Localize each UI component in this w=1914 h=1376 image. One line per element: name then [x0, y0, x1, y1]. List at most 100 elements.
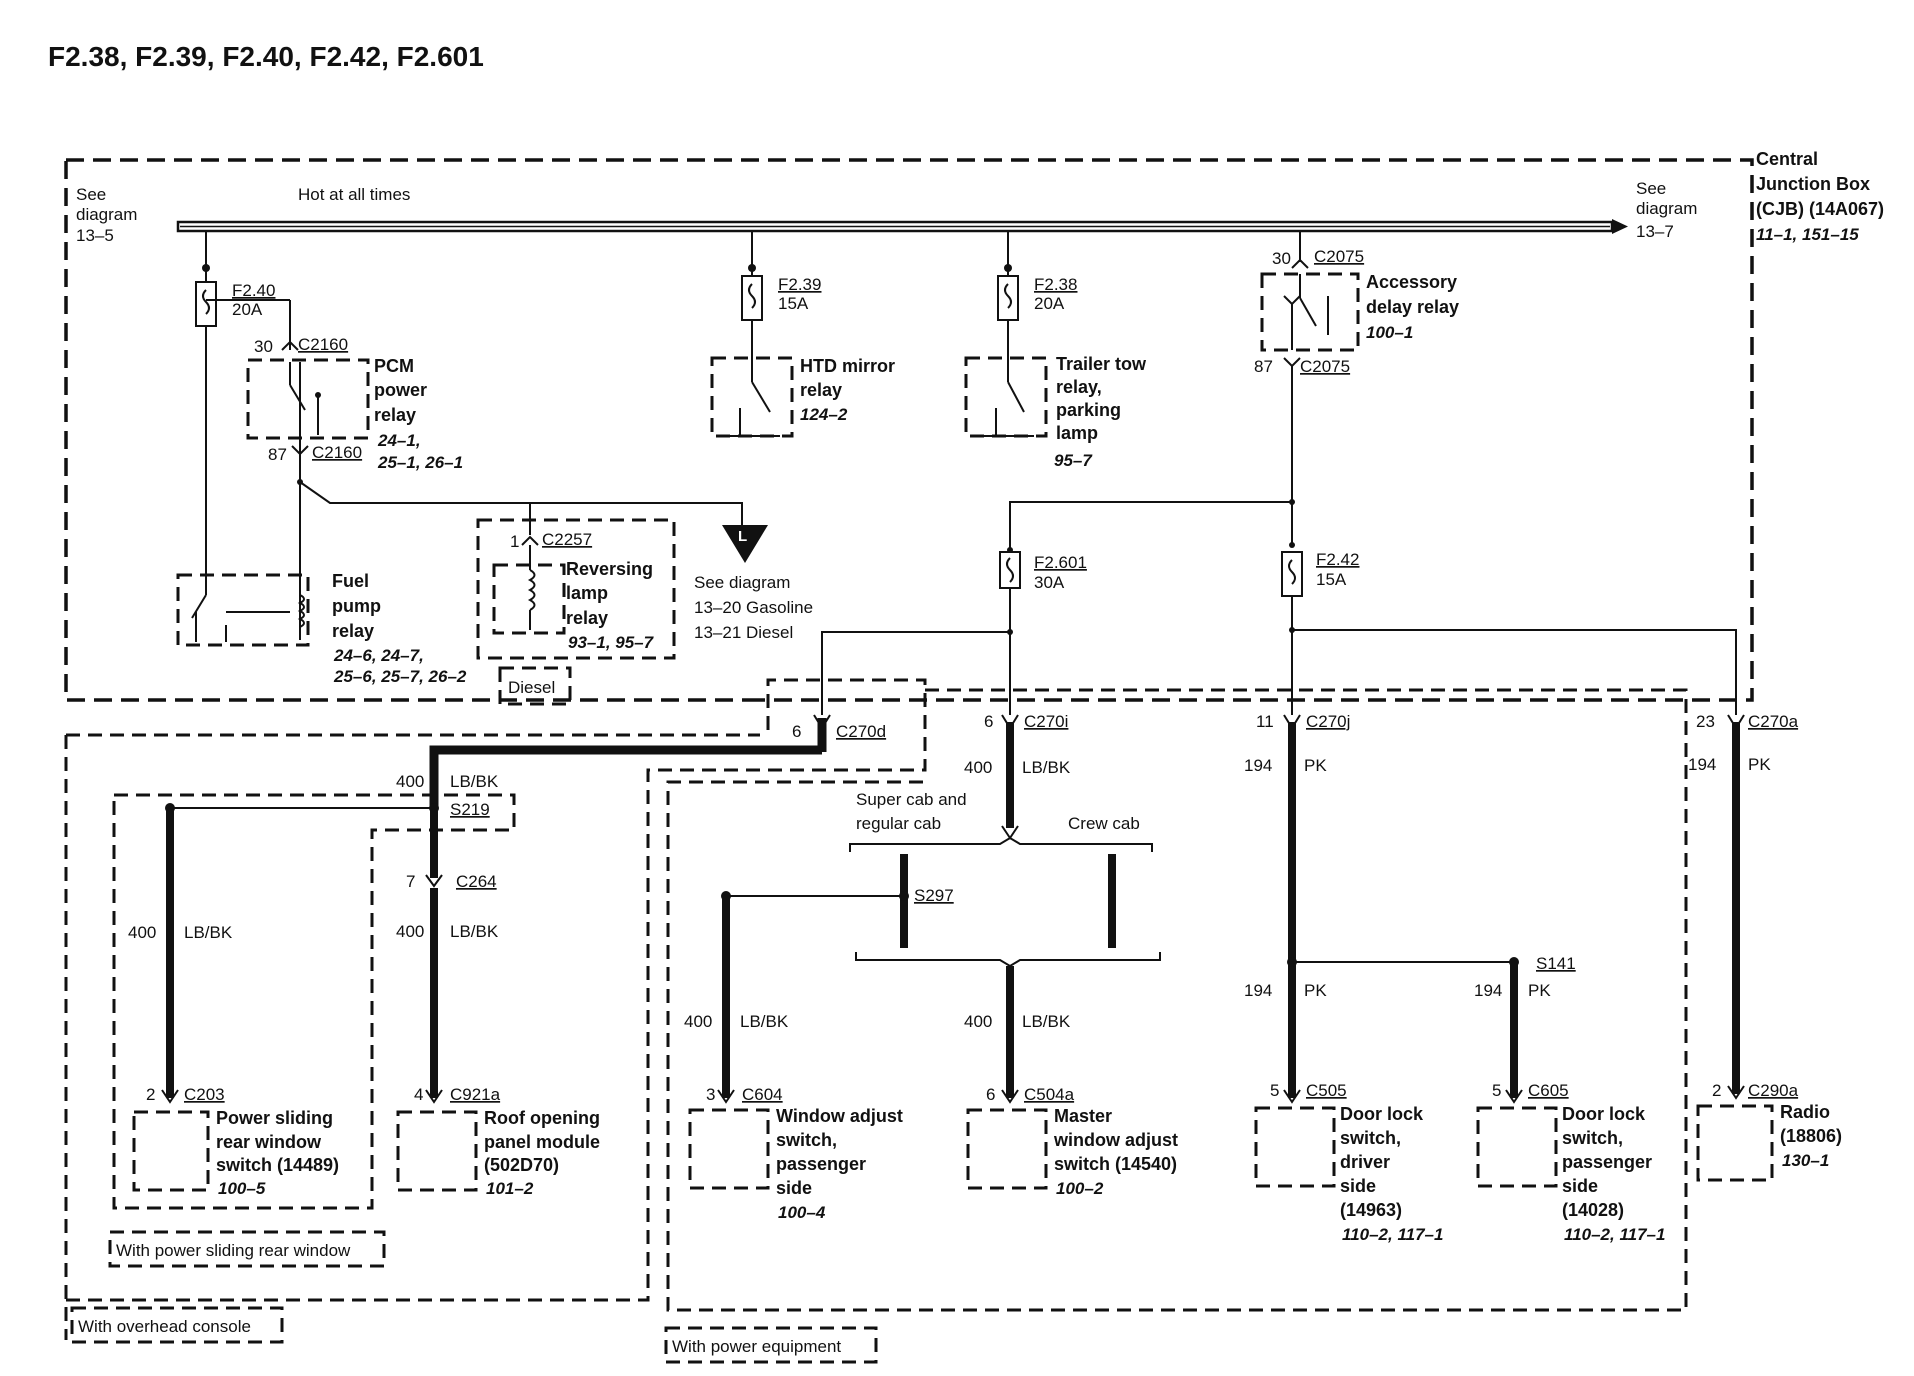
htd-mirror-relay: HTD mirror relay 124–2: [710, 356, 895, 438]
svg-text:Crew cab: Crew cab: [1068, 814, 1140, 833]
svg-text:95–7: 95–7: [1054, 451, 1093, 470]
option-power-equipment: With power equipment: [664, 1326, 878, 1364]
fuse-f2601: F2.601 30A: [821, 551, 1087, 715]
svg-text:30: 30: [254, 337, 273, 356]
connector-c921a: 4 C921a: [414, 1085, 501, 1104]
svg-text:100–4: 100–4: [778, 1203, 826, 1222]
wire-label-circuit: 194: [1688, 755, 1716, 774]
connector-c505: 5 C505: [1270, 1081, 1347, 1104]
connector-c504a: 6 C504a: [986, 1085, 1075, 1104]
wire-label-color: LB/BK: [450, 772, 499, 791]
svg-text:C504a: C504a: [1024, 1085, 1075, 1104]
svg-text:delay relay: delay relay: [1366, 297, 1459, 317]
svg-text:5: 5: [1492, 1081, 1501, 1100]
svg-text:15A: 15A: [778, 294, 809, 313]
svg-text:13–21 Diesel: 13–21 Diesel: [694, 623, 793, 642]
svg-text:Trailer tow: Trailer tow: [1056, 354, 1147, 374]
svg-text:C290a: C290a: [1748, 1081, 1799, 1100]
svg-text:24–1,: 24–1,: [377, 431, 421, 450]
overhead-console-outline: [64, 678, 927, 1340]
svg-text:Power sliding: Power sliding: [216, 1108, 333, 1128]
svg-text:Junction Box: Junction Box: [1756, 174, 1870, 194]
svg-text:Accessory: Accessory: [1366, 272, 1457, 292]
svg-text:relay: relay: [800, 380, 842, 400]
svg-text:switch,: switch,: [776, 1130, 837, 1150]
svg-text:passenger: passenger: [776, 1154, 866, 1174]
fuse-f242: F2.42 15A: [1281, 542, 1737, 715]
wire-label-color: PK: [1304, 756, 1327, 775]
svg-text:lamp: lamp: [1056, 423, 1098, 443]
accessory-output-wiring: [1007, 366, 1295, 553]
svg-text:See diagram: See diagram: [694, 573, 790, 592]
svg-text:C605: C605: [1528, 1081, 1569, 1100]
reversing-lamp-relay: 1 C2257 Reversing lamp relay 93–1, 95–7: [476, 518, 676, 660]
wire-label-circuit: 400: [128, 923, 156, 942]
svg-text:6: 6: [792, 722, 801, 741]
sliding-window-outline: [112, 793, 516, 1210]
fuel-pump-relay: Fuel pump relay 24–6, 24–7, 25–6, 25–7, …: [176, 571, 467, 686]
svg-text:3: 3: [706, 1085, 715, 1104]
svg-text:With power equipment: With power equipment: [672, 1337, 841, 1356]
svg-text:C270j: C270j: [1306, 712, 1350, 731]
svg-text:13–20 Gasoline: 13–20 Gasoline: [694, 598, 813, 617]
svg-text:110–2, 117–1: 110–2, 117–1: [1342, 1225, 1443, 1244]
svg-text:F2.40: F2.40: [232, 281, 275, 300]
cjb-label: Central Junction Box (CJB) (14A067) 11–1…: [1756, 149, 1884, 244]
svg-text:93–1, 95–7: 93–1, 95–7: [568, 633, 655, 652]
svg-text:(14028): (14028): [1562, 1200, 1624, 1220]
svg-text:L: L: [738, 528, 747, 545]
svg-text:C2075: C2075: [1300, 357, 1350, 376]
door-lock-switch-driver: Door lock switch, driver side (14963) 11…: [1254, 1104, 1443, 1244]
svg-text:diagram: diagram: [76, 205, 137, 224]
svg-text:30A: 30A: [1034, 573, 1065, 592]
svg-text:passenger: passenger: [1562, 1152, 1652, 1172]
wire-label-circuit: 400: [964, 1012, 992, 1031]
svg-text:25–6, 25–7, 26–2: 25–6, 25–7, 26–2: [333, 667, 467, 686]
svg-text:15A: 15A: [1316, 570, 1347, 589]
svg-text:2: 2: [146, 1085, 155, 1104]
svg-text:Radio: Radio: [1780, 1102, 1830, 1122]
svg-text:C270d: C270d: [836, 722, 886, 741]
connector-c270j: 11 C270j: [1256, 712, 1350, 731]
wire-label-color: LB/BK: [184, 923, 233, 942]
svg-text:20A: 20A: [1034, 294, 1065, 313]
wire-label-circuit: 194: [1244, 756, 1272, 775]
diesel-tag: Diesel: [498, 666, 572, 706]
svg-text:4: 4: [414, 1085, 423, 1104]
svg-text:PCM: PCM: [374, 356, 414, 376]
trailer-tow-relay: Trailer tow relay, parking lamp 95–7: [964, 354, 1147, 470]
svg-text:11: 11: [1256, 712, 1274, 731]
svg-text:diagram: diagram: [1636, 199, 1697, 218]
wire-label-color: LB/BK: [450, 922, 499, 941]
svg-text:23: 23: [1696, 712, 1715, 731]
svg-text:C505: C505: [1306, 1081, 1347, 1100]
power-sliding-window-switch: Power sliding rear window switch (14489)…: [132, 1108, 339, 1198]
svg-text:C270a: C270a: [1748, 712, 1799, 731]
svg-text:switch (14489): switch (14489): [216, 1155, 339, 1175]
svg-text:25–1, 26–1: 25–1, 26–1: [377, 453, 463, 472]
svg-text:(CJB) (14A067): (CJB) (14A067): [1756, 199, 1884, 219]
svg-text:C2160: C2160: [298, 335, 348, 354]
connector-c264: 7 C264: [406, 872, 497, 891]
svg-text:Diesel: Diesel: [508, 678, 555, 697]
wire-label-color: PK: [1304, 981, 1327, 1000]
svg-text:30: 30: [1272, 249, 1291, 268]
master-window-adjust-switch: Master window adjust switch (14540) 100–…: [966, 1106, 1178, 1198]
svg-text:110–2, 117–1: 110–2, 117–1: [1564, 1225, 1665, 1244]
cab-branch: Super cab and regular cab Crew cab: [849, 790, 1161, 968]
option-sliding-window: With power sliding rear window: [108, 1230, 386, 1268]
svg-text:130–1: 130–1: [1782, 1151, 1829, 1170]
svg-text:(14963): (14963): [1340, 1200, 1402, 1220]
svg-text:13–7: 13–7: [1636, 222, 1674, 241]
connector-c290a: 2 C290a: [1712, 1081, 1799, 1100]
wire-label-color: LB/BK: [1022, 758, 1071, 777]
svg-text:Window adjust: Window adjust: [776, 1106, 903, 1126]
svg-text:S219: S219: [450, 800, 490, 819]
svg-text:driver: driver: [1340, 1152, 1390, 1172]
fuse-f239: F2.39 15A: [741, 231, 821, 382]
svg-text:panel module: panel module: [484, 1132, 600, 1152]
page-title: F2.38, F2.39, F2.40, F2.42, F2.601: [48, 41, 484, 72]
svg-text:87: 87: [268, 445, 287, 464]
door-lock-switch-passenger: Door lock switch, passenger side (14028)…: [1476, 1104, 1665, 1244]
